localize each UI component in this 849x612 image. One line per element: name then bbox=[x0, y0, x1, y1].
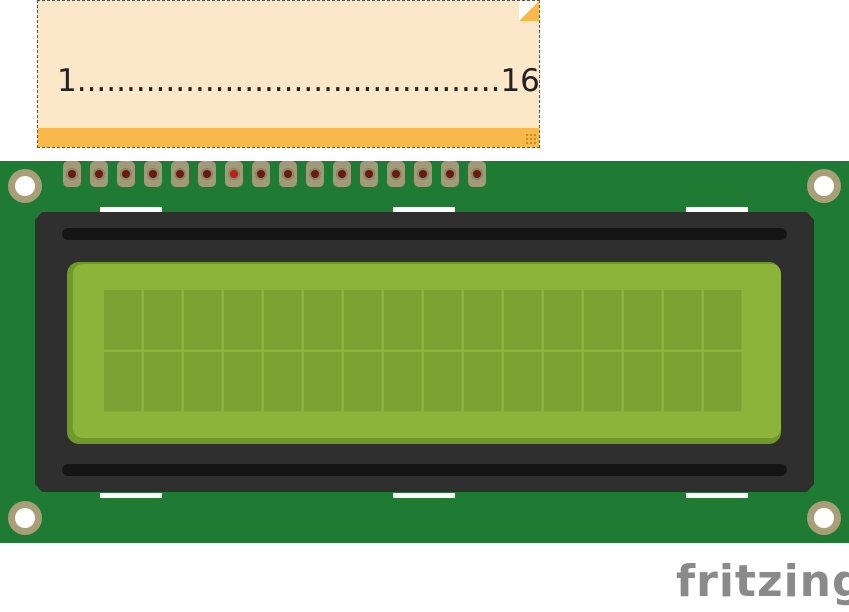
char-cell-r1-c10 bbox=[464, 290, 502, 350]
annotation-note[interactable]: 1.......................................… bbox=[37, 0, 540, 148]
header-pins bbox=[63, 161, 486, 187]
note-folded-corner-icon bbox=[519, 1, 539, 21]
pin-6[interactable] bbox=[198, 161, 216, 187]
mounting-holes bbox=[8, 169, 841, 535]
char-cell-r1-c7 bbox=[344, 290, 382, 350]
pin-11[interactable] bbox=[333, 161, 351, 187]
char-cell-r1-c5 bbox=[264, 290, 302, 350]
pin-1[interactable] bbox=[63, 161, 81, 187]
char-cell-r1-c8 bbox=[384, 290, 422, 350]
pin-13[interactable] bbox=[387, 161, 405, 187]
char-cell-r1-c14 bbox=[624, 290, 662, 350]
char-cell-r2-c11 bbox=[504, 352, 542, 412]
char-cell-r2-c1 bbox=[104, 352, 142, 412]
character-grid bbox=[104, 290, 742, 412]
char-cell-r2-c15 bbox=[664, 352, 702, 412]
char-cell-r1-c4 bbox=[224, 290, 262, 350]
bezel-tab bbox=[100, 207, 162, 212]
char-cell-r2-c13 bbox=[584, 352, 622, 412]
char-cell-r1-c13 bbox=[584, 290, 622, 350]
char-cell-r2-c2 bbox=[144, 352, 182, 412]
char-cell-r1-c3 bbox=[184, 290, 222, 350]
mounting-hole bbox=[8, 169, 42, 203]
char-cell-r1-c15 bbox=[664, 290, 702, 350]
char-cell-r1-c16 bbox=[704, 290, 742, 350]
char-cell-r2-c9 bbox=[424, 352, 462, 412]
note-text: 1.......................................… bbox=[57, 63, 540, 99]
resize-grip-icon[interactable] bbox=[525, 133, 537, 145]
char-cell-r1-c6 bbox=[304, 290, 342, 350]
char-cell-r2-c8 bbox=[384, 352, 422, 412]
char-cell-r2-c16 bbox=[704, 352, 742, 412]
bezel-tab bbox=[686, 493, 748, 498]
char-cell-r2-c4 bbox=[224, 352, 262, 412]
mounting-hole bbox=[8, 501, 42, 535]
bezel-tab bbox=[393, 493, 455, 498]
char-cell-r2-c12 bbox=[544, 352, 582, 412]
char-cell-r1-c1 bbox=[104, 290, 142, 350]
char-cell-r2-c6 bbox=[304, 352, 342, 412]
char-cell-r1-c11 bbox=[504, 290, 542, 350]
pin-9[interactable] bbox=[279, 161, 297, 187]
bezel-tab bbox=[686, 207, 748, 212]
pin-2[interactable] bbox=[90, 161, 108, 187]
bezel-slot-top bbox=[62, 228, 787, 240]
char-cell-r2-c10 bbox=[464, 352, 502, 412]
fritzing-logo: fritzing bbox=[676, 556, 849, 607]
char-cell-r2-c14 bbox=[624, 352, 662, 412]
pin-10[interactable] bbox=[306, 161, 324, 187]
mounting-hole bbox=[807, 501, 841, 535]
pin-3[interactable] bbox=[117, 161, 135, 187]
bezel-tab bbox=[100, 493, 162, 498]
char-cell-r1-c2 bbox=[144, 290, 182, 350]
mounting-hole bbox=[807, 169, 841, 203]
char-cell-r2-c7 bbox=[344, 352, 382, 412]
pin-4[interactable] bbox=[144, 161, 162, 187]
bezel-tabs bbox=[100, 207, 748, 498]
pin-14[interactable] bbox=[414, 161, 432, 187]
bezel-slot-bottom bbox=[62, 464, 787, 476]
note-footer-band bbox=[38, 128, 539, 147]
char-cell-r1-c9 bbox=[424, 290, 462, 350]
char-cell-r1-c12 bbox=[544, 290, 582, 350]
pin-16[interactable] bbox=[468, 161, 486, 187]
char-cell-r2-c3 bbox=[184, 352, 222, 412]
pin-7[interactable] bbox=[225, 161, 243, 187]
pin-12[interactable] bbox=[360, 161, 378, 187]
bezel-tab bbox=[393, 207, 455, 212]
pin-15[interactable] bbox=[441, 161, 459, 187]
char-cell-r2-c5 bbox=[264, 352, 302, 412]
pin-8[interactable] bbox=[252, 161, 270, 187]
pin-5[interactable] bbox=[171, 161, 189, 187]
